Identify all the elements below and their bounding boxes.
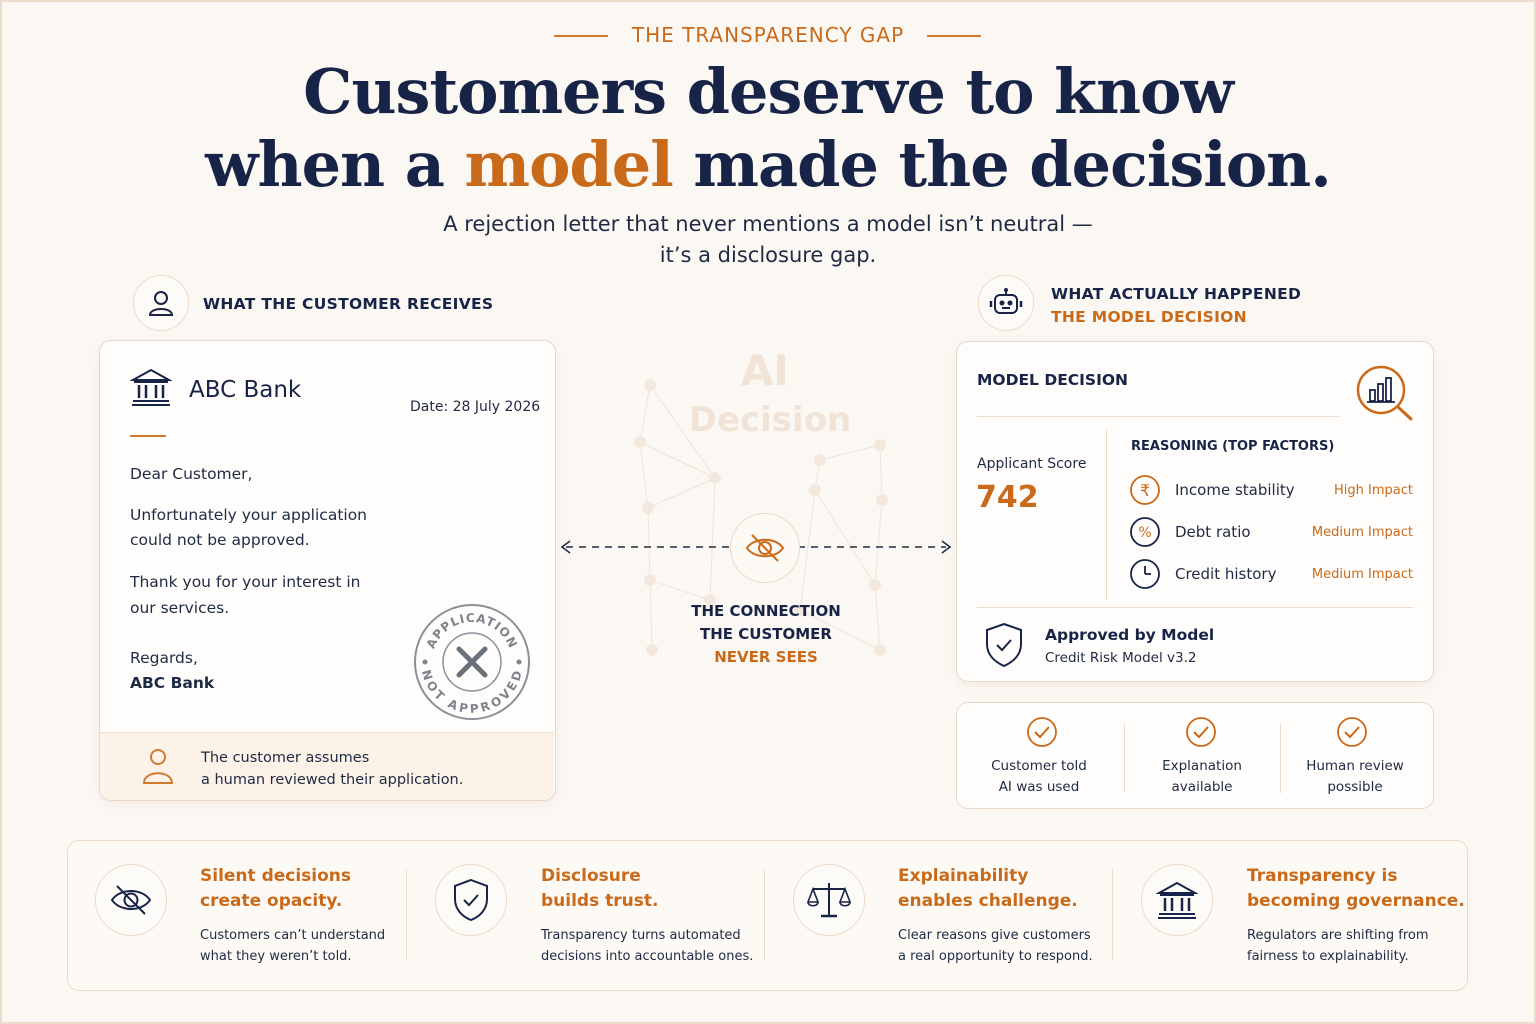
- principle-3-desc-1: Clear reasons give customers: [898, 928, 1091, 943]
- check-circle-icon: [1336, 716, 1368, 752]
- letter-signature: ABC Bank: [130, 674, 215, 692]
- checks-divider-2: [1280, 723, 1281, 793]
- eye-slash-icon: [730, 513, 800, 583]
- letter-para1-line1: Unfortunately your application: [130, 506, 368, 524]
- subtitle-line2: it’s a disclosure gap.: [659, 243, 877, 267]
- rejection-letter-card: ABC Bank Date: 28 July 2026 Dear Custome…: [99, 340, 556, 801]
- factor-label-debt: Debt ratio: [1175, 523, 1251, 541]
- headline-accent: model: [464, 128, 673, 201]
- rupee-icon: ₹: [1129, 474, 1161, 510]
- principle-3-title-1: Explainability: [898, 866, 1029, 886]
- connection-line1: THE CONNECTION: [691, 602, 841, 620]
- principle-1-title-2: create opacity.: [200, 891, 343, 911]
- principle-2-desc-2: decisions into accountable ones.: [541, 949, 754, 964]
- model-decision-card: MODEL DECISION Applicant Score 742 REASO…: [956, 341, 1434, 682]
- score-label: Applicant Score: [977, 456, 1087, 472]
- connection-line2: THE CUSTOMER: [700, 625, 832, 643]
- bank-name: ABC Bank: [189, 377, 302, 403]
- principle-2-title-1: Disclosure: [541, 866, 641, 886]
- letter-footer: [100, 732, 554, 800]
- connection-line3: NEVER SEES: [714, 648, 818, 666]
- factor-label-income: Income stability: [1175, 481, 1295, 499]
- principle-4-desc-1: Regulators are shifting from: [1247, 928, 1429, 943]
- eyebrow-rule-right: [927, 35, 981, 37]
- bank-icon: [1141, 864, 1213, 936]
- check-label-review-2: possible: [1327, 779, 1383, 795]
- check-label-told-1: Customer told: [991, 758, 1087, 774]
- reasoning-title: REASONING (TOP FACTORS): [1131, 439, 1335, 454]
- stamp-bottom-text: NOT APPROVED: [419, 668, 524, 716]
- check-label-explanation-1: Explanation: [1162, 758, 1242, 774]
- factor-impact-income: High Impact: [1334, 483, 1413, 498]
- principle-1-desc-1: Customers can’t understand: [200, 928, 386, 943]
- percent-icon: %: [1129, 516, 1161, 552]
- principle-3-title-2: enables challenge.: [898, 891, 1078, 911]
- factor-impact-credit: Medium Impact: [1311, 567, 1413, 582]
- eyebrow: THE TRANSPARENCY GAP: [631, 23, 905, 47]
- robot-icon: [978, 275, 1034, 331]
- principles-strip: Silent decisions create opacity. Custome…: [67, 840, 1468, 991]
- not-approved-stamp: APPLICATION NOT APPROVED: [414, 604, 530, 720]
- approved-model: Credit Risk Model v3.2: [1045, 650, 1197, 666]
- letter-accent-rule: [130, 435, 166, 437]
- principle-1-desc-2: what they weren’t told.: [200, 949, 352, 964]
- check-circle-icon: [1026, 716, 1058, 752]
- bank-icon: [129, 367, 173, 411]
- principle-4-title-1: Transparency is: [1247, 866, 1398, 886]
- right-section-sublabel: THE MODEL DECISION: [1051, 308, 1247, 326]
- shield-check-icon: [435, 864, 507, 936]
- principles-divider-2: [764, 869, 765, 961]
- check-circle-icon: [1185, 716, 1217, 752]
- connection-arrow: [560, 540, 952, 554]
- check-label-explanation-2: available: [1171, 779, 1233, 795]
- scales-icon: [793, 864, 865, 936]
- eye-slash-icon: [95, 864, 167, 936]
- principle-3-desc-2: a real opportunity to respond.: [898, 949, 1093, 964]
- analytics-search-icon: [1353, 364, 1415, 426]
- watermark-decision: Decision: [688, 400, 852, 440]
- network-watermark: [634, 379, 888, 656]
- subtitle-line1: A rejection letter that never mentions a…: [443, 212, 1093, 236]
- customer-icon: [140, 746, 176, 790]
- principle-4-desc-2: fairness to explainability.: [1247, 949, 1409, 964]
- left-section-label: WHAT THE CUSTOMER RECEIVES: [203, 295, 494, 313]
- letter-closing: Regards,: [130, 649, 198, 667]
- check-label-review-1: Human review: [1306, 758, 1404, 774]
- principle-2-title-2: builds trust.: [541, 891, 659, 911]
- check-label-told-2: AI was used: [998, 779, 1080, 795]
- letter-para1-line2: could not be approved.: [130, 531, 310, 549]
- footer-line1: The customer assumes: [201, 750, 370, 766]
- factor-impact-debt: Medium Impact: [1311, 525, 1413, 540]
- approved-title: Approved by Model: [1045, 626, 1215, 644]
- principles-divider-3: [1112, 869, 1113, 961]
- letter-greeting: Dear Customer,: [130, 465, 253, 483]
- shield-check-icon: [984, 622, 1024, 672]
- user-icon: [133, 275, 189, 331]
- svg-text:₹: ₹: [1140, 481, 1150, 500]
- principles-divider-1: [406, 869, 407, 961]
- letter-date: Date: 28 July 2026: [410, 399, 541, 415]
- eyebrow-rule-left: [554, 35, 608, 37]
- footer-line2: a human reviewed their application.: [201, 772, 464, 788]
- checks-card: Customer told AI was used Explanation av…: [956, 702, 1434, 809]
- headline-line2: when a model made the decision.: [205, 128, 1332, 201]
- approved-rule: [977, 607, 1413, 608]
- factor-label-credit: Credit history: [1175, 565, 1277, 583]
- checks-divider-1: [1124, 723, 1125, 793]
- principle-1-title-1: Silent decisions: [200, 866, 352, 886]
- clock-icon: [1129, 558, 1161, 594]
- letter-para2-line1: Thank you for your interest in: [130, 573, 361, 591]
- model-title: MODEL DECISION: [977, 371, 1129, 389]
- svg-text:NOT APPROVED: NOT APPROVED: [419, 668, 525, 716]
- svg-text:%: %: [1138, 525, 1151, 541]
- score-value: 742: [976, 480, 1039, 515]
- watermark-ai: AI: [740, 346, 790, 395]
- model-vertical-divider: [1106, 430, 1107, 600]
- right-section-label: WHAT ACTUALLY HAPPENED: [1051, 285, 1302, 303]
- principle-2-desc-1: Transparency turns automated: [541, 928, 741, 943]
- headline-line1: Customers deserve to know: [303, 55, 1234, 128]
- letter-para2-line2: our services.: [130, 599, 230, 617]
- model-title-rule: [977, 416, 1339, 417]
- principle-4-title-2: becoming governance.: [1247, 891, 1465, 911]
